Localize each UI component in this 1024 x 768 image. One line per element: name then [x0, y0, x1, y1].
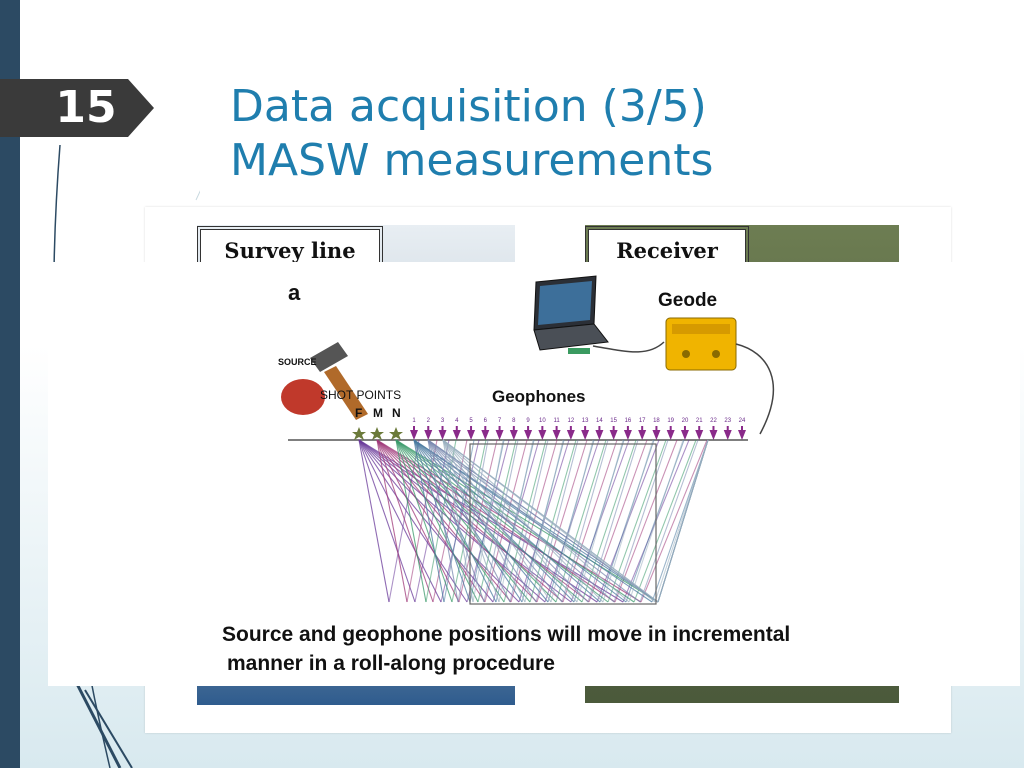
slide-number: 15	[55, 82, 117, 133]
source-label: SOURCE	[278, 357, 317, 367]
figure-caption: Source and geophone positions will move …	[222, 620, 962, 678]
title-line-1: Data acquisition (3/5)	[230, 81, 707, 132]
geophone: 23	[723, 418, 732, 440]
shot-points-label: SHOT POINTS	[320, 388, 401, 402]
geophone-number: 8	[512, 418, 516, 424]
hammer-icon	[281, 342, 368, 420]
geophone-number: 22	[710, 418, 717, 424]
geophone-number: 12	[568, 418, 575, 424]
geophone: 5	[467, 418, 476, 440]
shot-letter-m: M	[373, 406, 383, 420]
geophone: 12	[566, 418, 575, 440]
geophone: 2	[424, 418, 433, 440]
geode-label: Geode	[658, 290, 717, 311]
geophone-number: 5	[469, 418, 473, 424]
geode-icon	[665, 317, 737, 371]
masw-diagram-panel: a Geode SOURCE SHOT POINTS F M	[48, 262, 1020, 686]
caption-line-2: manner in a roll-along procedure	[227, 652, 555, 675]
shot-letter-n: N	[392, 406, 401, 420]
geophone: 1	[410, 418, 418, 440]
geophone: 19	[666, 418, 675, 440]
geophone-number: 17	[639, 418, 646, 424]
geophone-number: 24	[739, 418, 746, 424]
geophone-number: 11	[553, 418, 560, 424]
shot-letter-f: F	[355, 406, 362, 420]
geophone-number: 15	[610, 418, 617, 424]
geophone: 3	[438, 418, 447, 440]
geophone-number: 7	[498, 418, 502, 424]
geophones-label: Geophones	[492, 387, 586, 406]
geophone-number: 2	[427, 418, 431, 424]
geophone: 18	[652, 418, 661, 440]
title-line-2: MASW measurements	[230, 135, 714, 186]
geophone-number: 16	[625, 418, 632, 424]
geophone: 14	[595, 418, 604, 440]
geophone-number: 10	[539, 418, 546, 424]
geophone-number: 21	[696, 418, 703, 424]
geophone: 15	[609, 418, 618, 440]
caption-line-1: Source and geophone positions will move …	[222, 623, 791, 646]
shot-star-f	[352, 427, 366, 440]
geophone-number: 13	[582, 418, 589, 424]
geophone-number: 1	[412, 418, 416, 424]
geophone: 9	[524, 418, 533, 440]
geophone: 6	[481, 418, 490, 440]
geophone: 17	[638, 418, 647, 440]
geophone: 24	[738, 418, 746, 440]
panel-letter: a	[288, 280, 301, 305]
page-title: Data acquisition (3/5) MASW measurements	[230, 80, 990, 188]
geophone: 22	[709, 418, 718, 440]
geophone-number: 9	[526, 418, 530, 424]
geophone: 20	[680, 418, 689, 440]
geophone-number: 23	[724, 418, 731, 424]
geophone-number: 18	[653, 418, 660, 424]
geophone: 7	[495, 418, 504, 440]
geophone: 4	[452, 418, 461, 440]
geophone: 21	[695, 418, 704, 440]
shot-star-m	[370, 427, 384, 440]
geophone: 8	[509, 418, 518, 440]
shot-star-n	[389, 427, 403, 440]
geophone-number: 4	[455, 418, 459, 424]
geophone-number: 14	[596, 418, 603, 424]
geophone-number: 19	[667, 418, 674, 424]
ray-paths	[358, 439, 709, 603]
receiver-spread-box	[469, 443, 657, 605]
geophone: 13	[581, 418, 590, 440]
geophone: 11	[552, 418, 561, 440]
geophone: 16	[623, 418, 632, 440]
geophone-number: 3	[441, 418, 445, 424]
slide-number-badge	[0, 79, 154, 137]
geophone: 10	[538, 418, 547, 440]
masw-diagram: a Geode SOURCE SHOT POINTS F M	[278, 275, 775, 605]
left-accent-bar	[0, 0, 20, 768]
laptop-icon	[533, 275, 609, 354]
geophone-number: 20	[682, 418, 689, 424]
geophone-number: 6	[484, 418, 488, 424]
